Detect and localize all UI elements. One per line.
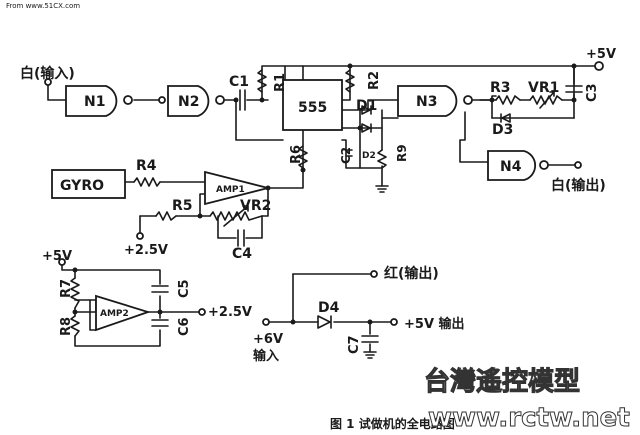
label-vcc-amp2: +5V — [42, 249, 72, 264]
label-d4: D4 — [318, 300, 340, 316]
label-r3: R3 — [490, 80, 511, 96]
amp1-wiring — [124, 169, 304, 239]
ic-555-label: 555 — [298, 100, 327, 116]
label-white-output: 白(输出) — [551, 177, 606, 194]
gate-n2-label: N2 — [178, 94, 199, 110]
label-r9: R9 — [395, 144, 409, 162]
grounds — [363, 185, 389, 359]
label-r2: R2 — [367, 71, 382, 90]
diodes — [317, 105, 511, 329]
gate-n3-label: N3 — [416, 94, 437, 110]
label-input-cn: 输入 — [253, 348, 279, 364]
label-vr1: VR1 — [528, 80, 559, 96]
label-c7: C7 — [347, 335, 362, 354]
amp1-label: AMP1 — [216, 185, 245, 195]
gate-n1: N1 — [65, 85, 133, 117]
amp1: AMP1 — [204, 170, 269, 206]
label-r7: R7 — [59, 279, 74, 298]
label-r6: R6 — [289, 145, 304, 164]
net-labels: 白(输入) +5V 白(输出) +2.5V +5V +2.5V 红(输出) +5… — [20, 47, 616, 364]
label-vcc-top: +5V — [586, 47, 616, 62]
label-d1: D1 — [356, 98, 377, 114]
label-c2: C2 — [339, 147, 353, 164]
gyro-label: GYRO — [60, 178, 104, 194]
label-plus6v: +6V — [253, 332, 283, 347]
label-c6: C6 — [177, 317, 192, 336]
label-c3: C3 — [585, 83, 600, 102]
label-r1: R1 — [273, 73, 288, 92]
gate-n3: N3 — [397, 85, 473, 117]
ic-555: 555 — [282, 79, 343, 131]
amp2: AMP2 — [95, 294, 151, 332]
gyro-block: GYRO — [51, 169, 126, 199]
figure-caption: 图 1 试做机的全电路图 — [330, 416, 455, 431]
resistors — [70, 69, 563, 337]
label-vr2: VR2 — [240, 198, 271, 214]
amp2-label: AMP2 — [100, 309, 129, 319]
label-r8: R8 — [59, 317, 74, 336]
label-vref-amp1: +2.5V — [124, 243, 168, 258]
label-r5: R5 — [172, 198, 193, 214]
label-c5: C5 — [177, 279, 192, 298]
label-c4: C4 — [232, 246, 252, 262]
gate-n2: N2 — [158, 85, 225, 117]
label-d3: D3 — [492, 122, 513, 138]
label-5v-output: +5V 输出 — [404, 316, 465, 332]
component-labels: C1 R1 R2 D1 D2 C2 R9 R3 VR1 C3 D3 R4 R6 … — [59, 71, 600, 354]
label-red-output: 红(输出) — [384, 265, 439, 282]
gate-n4: N4 — [487, 150, 549, 181]
label-white-input: 白(输入) — [20, 65, 75, 82]
label-r4: R4 — [136, 158, 157, 174]
watermark-cn: 台灣遙控模型 — [424, 366, 580, 397]
label-vref-amp2: +2.5V — [208, 305, 252, 320]
watermark-url: www.rctw.net — [428, 403, 630, 433]
watermark-top: From www.51CX.com — [6, 2, 80, 10]
terminals — [44, 61, 604, 326]
capacitors — [151, 85, 583, 343]
gate-n4-label: N4 — [500, 159, 522, 175]
label-d2: D2 — [362, 151, 376, 161]
label-c1: C1 — [229, 74, 249, 90]
gate-n1-label: N1 — [84, 94, 105, 110]
